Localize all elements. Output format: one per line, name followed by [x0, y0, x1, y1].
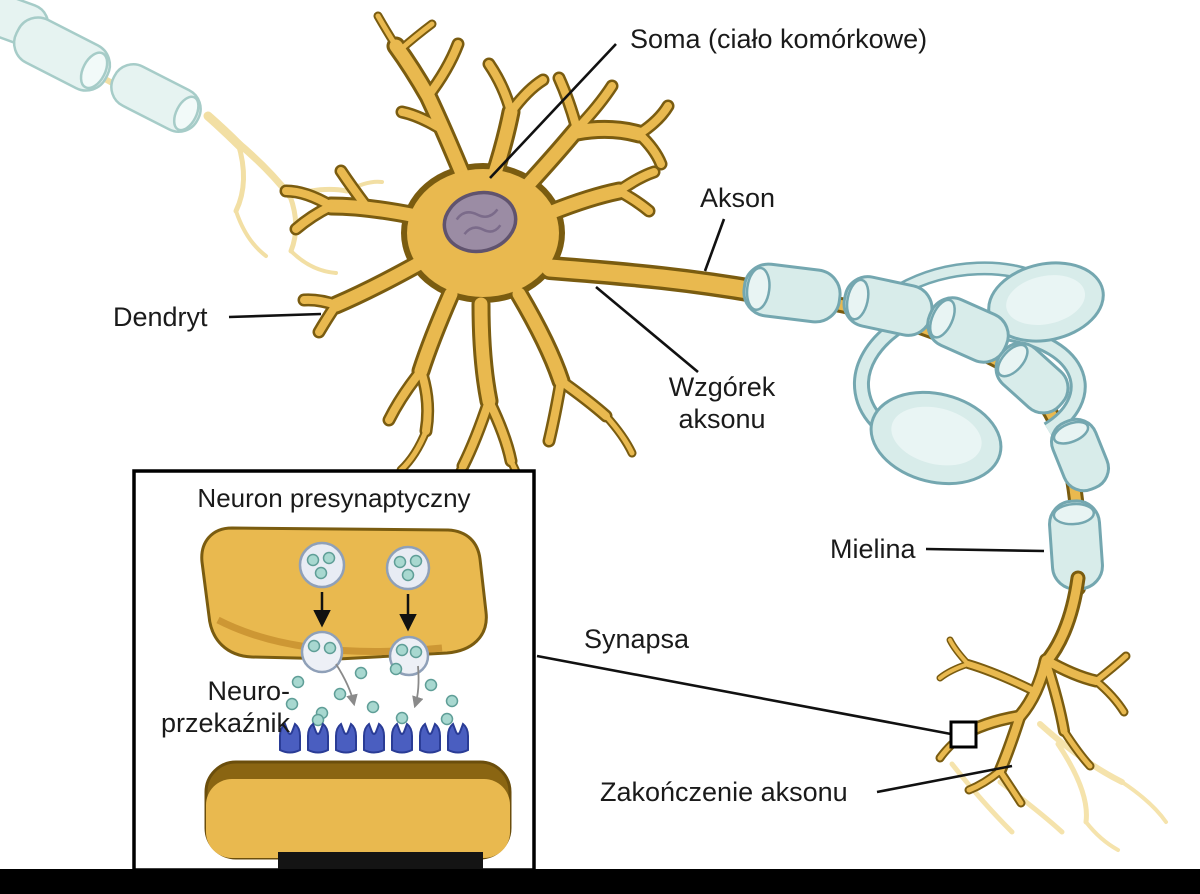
label-neurotransmitter-line2: przekaźnik [161, 708, 291, 738]
receptor-icon [335, 722, 357, 754]
label-mielina: Mielina [830, 534, 917, 564]
akson-leader-line [703, 218, 726, 272]
annotations: Soma (ciało komórkowe) Akson Dendryt Wzg… [113, 24, 1045, 807]
myelin-segment [742, 262, 842, 324]
label-neurotransmitter-line1: Neuro- [207, 676, 290, 706]
synapsa-leader-line [536, 654, 952, 736]
label-wzgorek-line1: Wzgórek [669, 372, 776, 402]
receptor-icon [419, 722, 441, 754]
label-soma: Soma (ciało komórkowe) [630, 24, 927, 54]
release-arrow [412, 665, 424, 709]
axon-hillock [541, 259, 769, 301]
bottom-bar [0, 869, 1200, 894]
presynaptic-terminal [200, 526, 488, 661]
incoming-axon-myelin [0, 0, 202, 133]
receptor-icon [307, 722, 329, 754]
label-akson: Akson [700, 183, 775, 213]
schwann-cell-body-lower [869, 390, 1003, 486]
zakonczenie-leader-line [876, 764, 1013, 794]
receptor-icon [279, 722, 301, 754]
schwann-cell-body-upper [987, 261, 1105, 343]
mielina-leader-line [925, 547, 1045, 553]
myelin-segment [926, 296, 1010, 364]
myelin-segment [994, 341, 1070, 415]
label-wzgorek-line2: aksonu [678, 404, 765, 434]
receptor-icon [447, 722, 469, 754]
myelin-sheath [742, 262, 1110, 591]
receptor-row [279, 722, 469, 754]
inset-title: Neuron presynaptyczny [197, 483, 470, 513]
receptor-icon [391, 722, 413, 754]
nucleus [442, 190, 518, 254]
release-arrow [335, 663, 358, 707]
synaptic-vesicle [385, 545, 431, 591]
postsynaptic-cell [204, 760, 512, 869]
label-zakonczenie: Zakończenie aksonu [600, 777, 848, 807]
label-dendryt: Dendryt [113, 302, 208, 332]
soma-leader-line [489, 43, 617, 179]
myelin-segment [1048, 499, 1104, 591]
synapse-inset: Neuron presynaptyczny [132, 469, 536, 872]
wzgorek-leader-line [595, 286, 699, 373]
label-synapsa: Synapsa [584, 624, 690, 654]
fusing-vesicle [300, 630, 344, 674]
myelin-segment [1050, 417, 1110, 493]
synapse-marker-square [949, 720, 978, 749]
dendryt-leader-line [228, 312, 322, 319]
synaptic-vesicle [298, 541, 346, 589]
receptor-icon [363, 722, 385, 754]
neurotransmitter-dots [285, 662, 459, 727]
